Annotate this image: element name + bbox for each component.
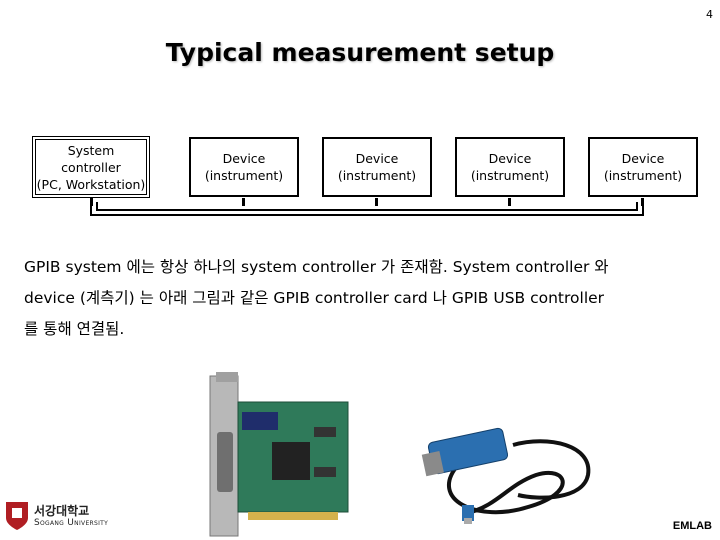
page-number: 4 [706,8,713,21]
body-line: 를 통해 연결됨. [24,320,125,338]
gpib-usb-adapter-image [421,427,591,524]
device-box: Device (instrument) [189,137,299,197]
bus-stub [90,198,93,206]
university-name-korean: 서강대학교 [34,504,90,518]
body-line: device (계측기) 는 아래 그림과 같은 GPIB controller… [24,289,605,307]
bus-stub [641,198,644,206]
system-controller-box: System controller (PC, Workstation) [32,136,150,198]
body-line: GPIB system 에는 항상 하나의 system controller … [24,258,609,276]
slide-title: Typical measurement setup [165,38,555,67]
bus-stub [242,198,245,206]
device-box: Device (instrument) [455,137,565,197]
box-sublabel: (instrument) [603,168,683,183]
box-sublabel: (PC, Workstation) [36,176,146,192]
device-box: Device (instrument) [588,137,698,197]
box-sublabel: (instrument) [470,168,550,183]
body-text: GPIB system 에는 항상 하나의 system controller … [24,252,694,345]
box-sublabel: (instrument) [337,168,417,183]
box-label: Device [355,151,399,166]
box-label: Device [488,151,532,166]
bus-stub [508,198,511,206]
box-sublabel: (instrument) [204,168,284,183]
gpib-bus-inner [96,202,638,211]
gpib-bus-outer [90,202,644,216]
university-name-english: Sogang University [34,518,109,528]
box-label: Device [222,151,266,166]
box-label: Device [621,151,665,166]
box-label: System controller [61,142,121,175]
shield-emblem-icon [6,502,28,530]
lab-name: EMLAB [672,520,712,532]
bus-stub [375,198,378,206]
gpib-diagram: System controller (PC, Workstation) Devi… [0,0,720,230]
university-logo: 서강대학교 Sogang University [4,500,114,534]
device-box: Device (instrument) [322,137,432,197]
gpib-pci-card-image [209,372,349,537]
